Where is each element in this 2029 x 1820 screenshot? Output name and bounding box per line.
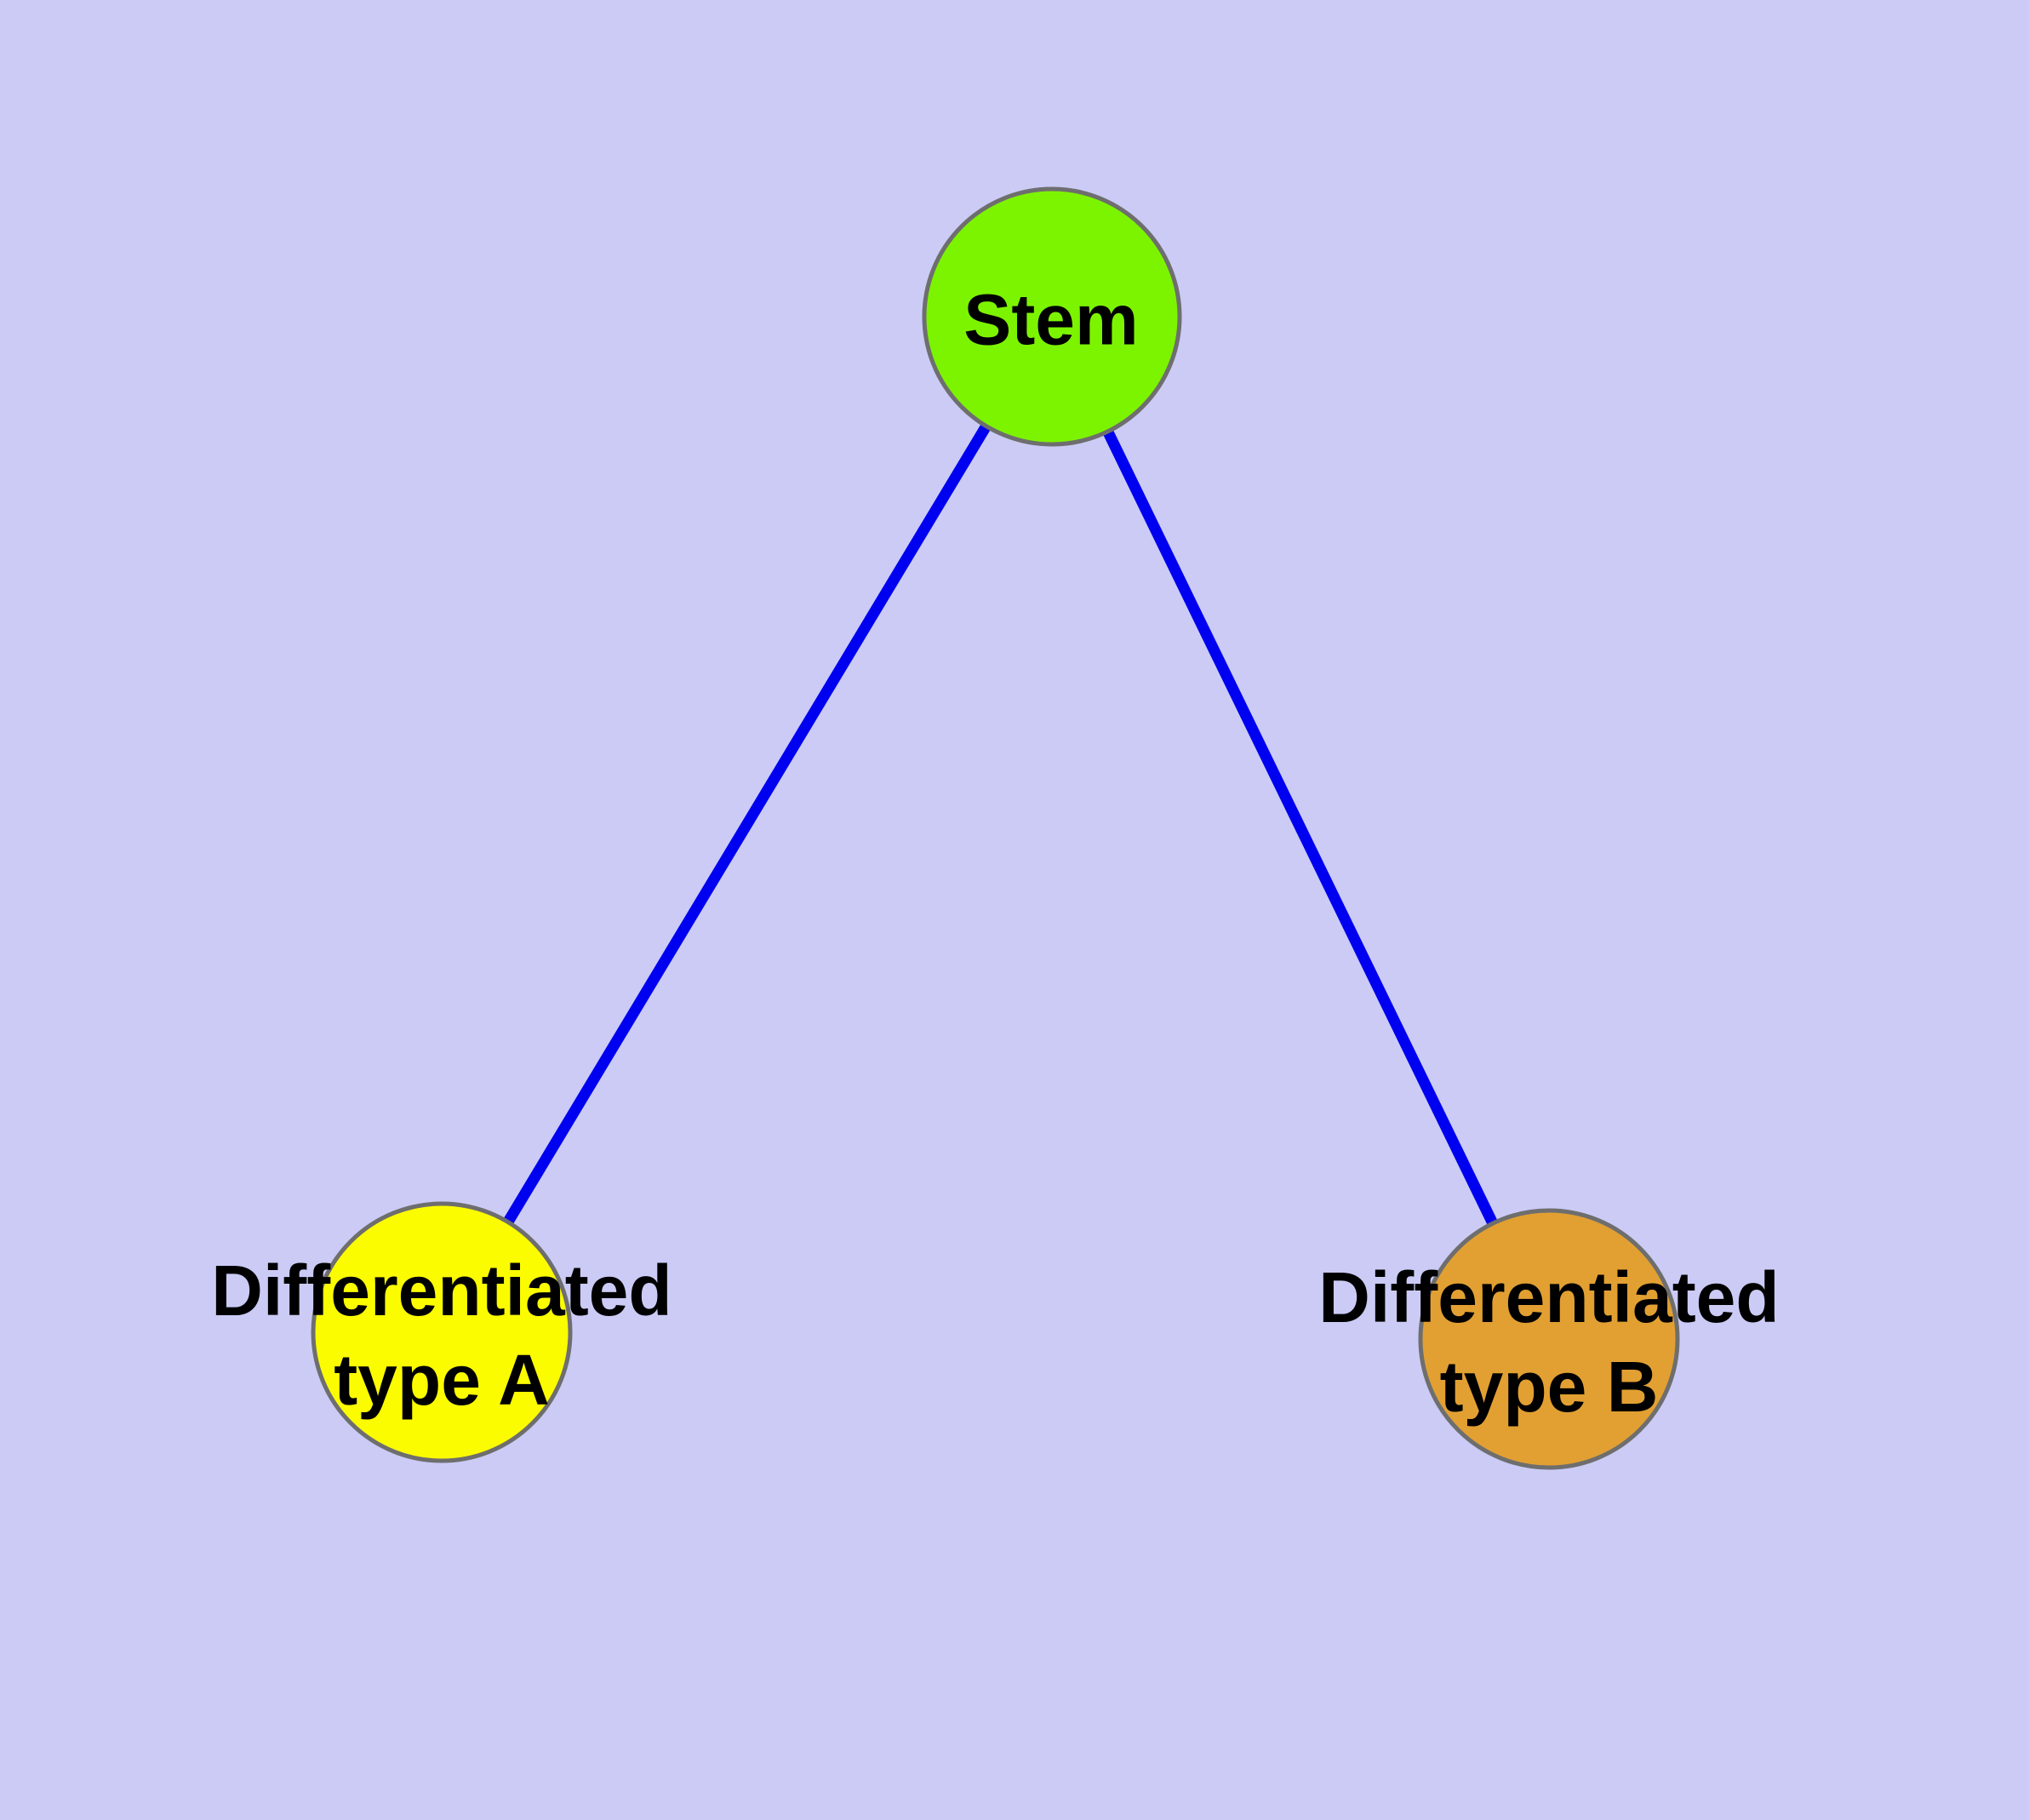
node-stem-label: Stem [963,279,1139,360]
edge-stem-to-type-a [437,313,1057,1336]
node-stem-circle [922,186,1182,447]
node-type-a-circle [311,1201,573,1463]
node-type-b-circle [1418,1208,1680,1470]
edge-stem-to-type-b [1047,314,1554,1342]
node-type-a-label: Differentiated type A [211,1251,672,1420]
node-type-b-label: Differentiated type B [1318,1257,1780,1427]
